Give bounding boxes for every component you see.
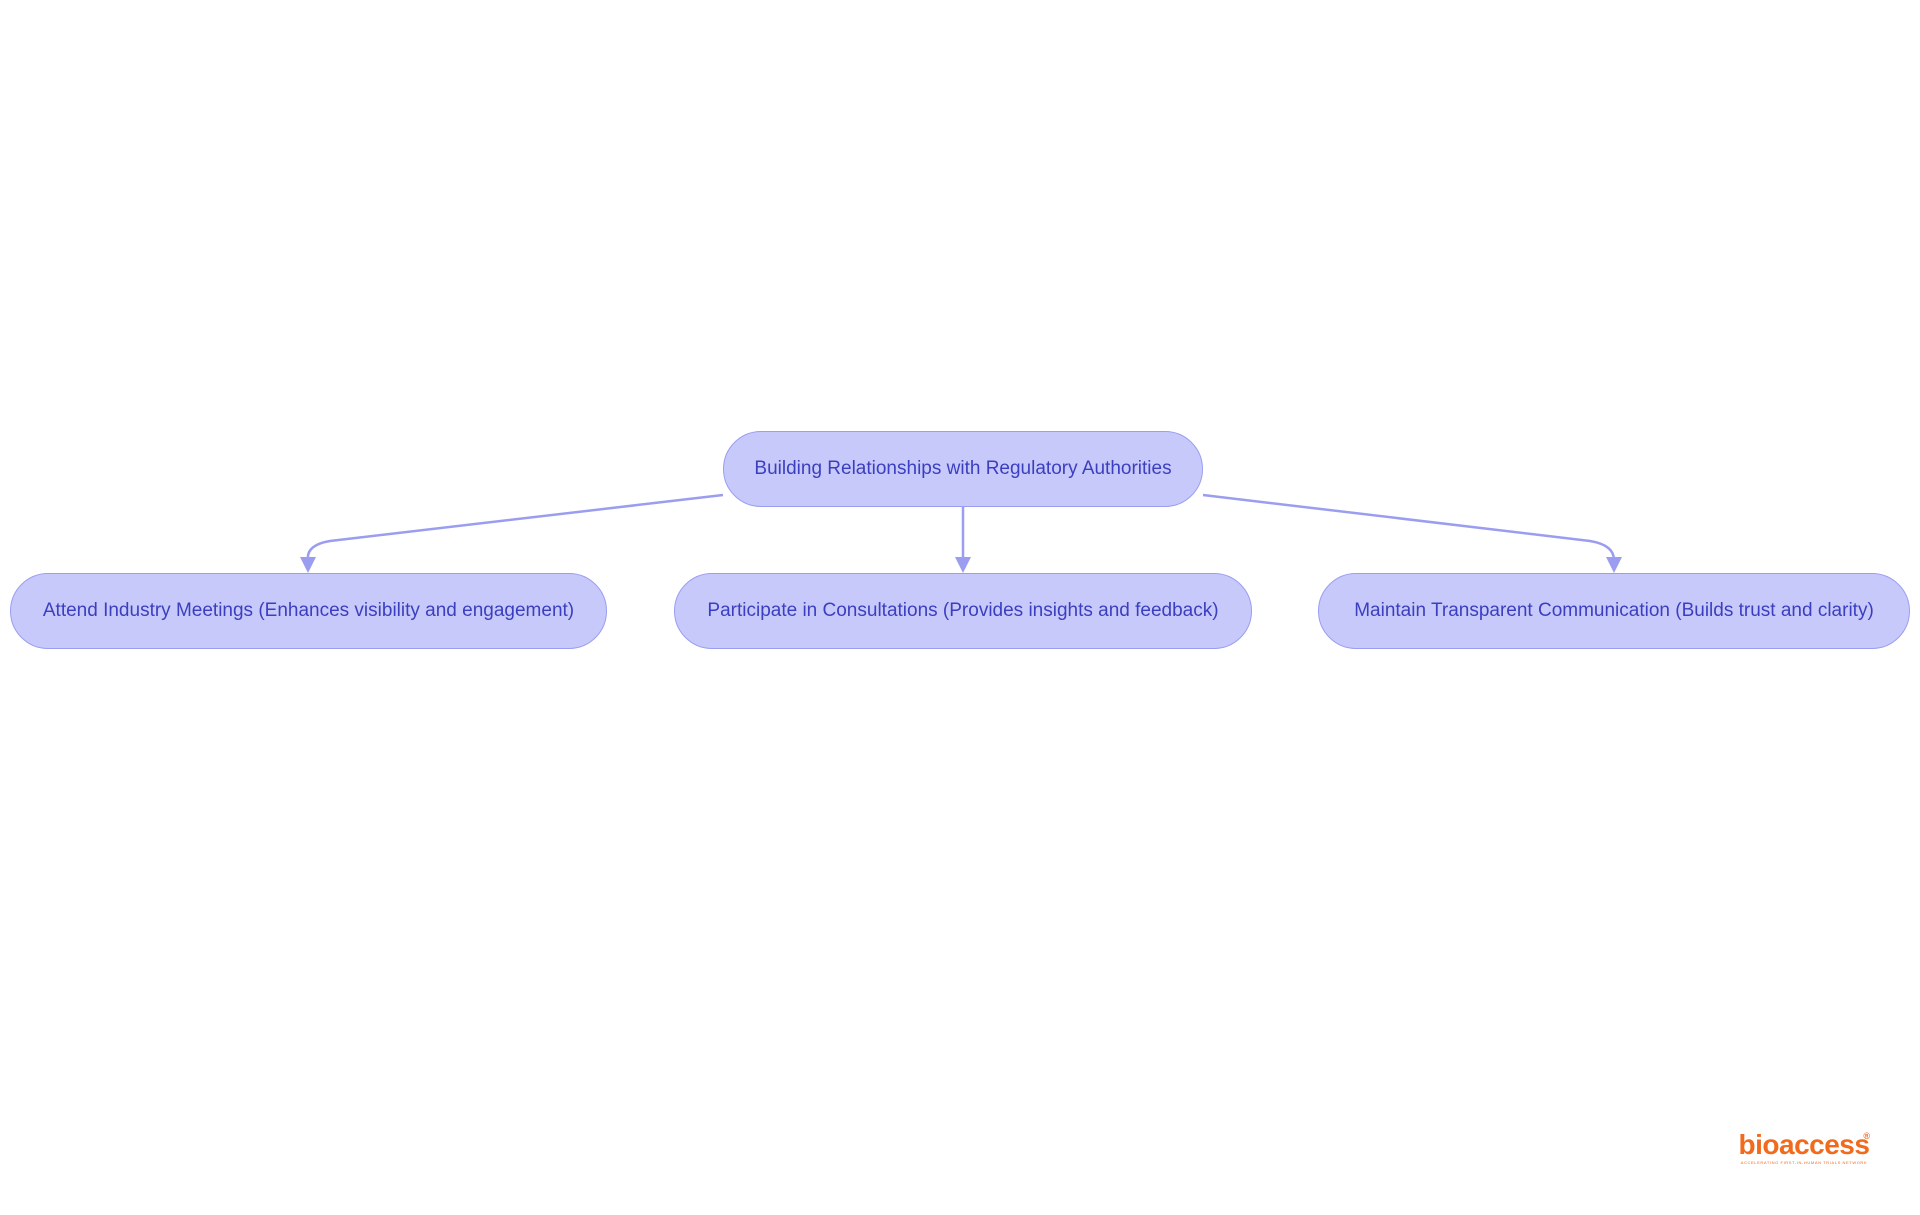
child-node-label: Maintain Transparent Communication (Buil… [1354, 600, 1874, 621]
child-node-consultations: Participate in Consultations (Provides i… [674, 573, 1252, 649]
child-node-industry-meetings: Attend Industry Meetings (Enhances visib… [10, 573, 607, 649]
child-node-label: Attend Industry Meetings (Enhances visib… [42, 600, 575, 621]
logo-registered-mark: ® [1863, 1131, 1870, 1141]
logo-wordmark: bioaccess [1738, 1129, 1870, 1160]
child-node-label: Participate in Consultations (Provides i… [707, 600, 1219, 621]
child-node-transparent-communication: Maintain Transparent Communication (Buil… [1318, 573, 1910, 649]
bioaccess-logo: bioaccess ® ACCELERATING FIRST-IN-HUMAN … [1736, 1129, 1872, 1166]
root-node-label: Building Relationships with Regulatory A… [754, 458, 1172, 479]
root-node: Building Relationships with Regulatory A… [723, 431, 1203, 507]
edge-root-to-left [306, 493, 724, 561]
arrowhead-middle [955, 557, 971, 573]
arrowhead-right [1606, 557, 1622, 573]
logo-tagline: ACCELERATING FIRST-IN-HUMAN TRIALS NETWO… [1740, 1160, 1868, 1165]
edge-root-to-right [1202, 493, 1616, 561]
arrowhead-left [300, 557, 316, 573]
